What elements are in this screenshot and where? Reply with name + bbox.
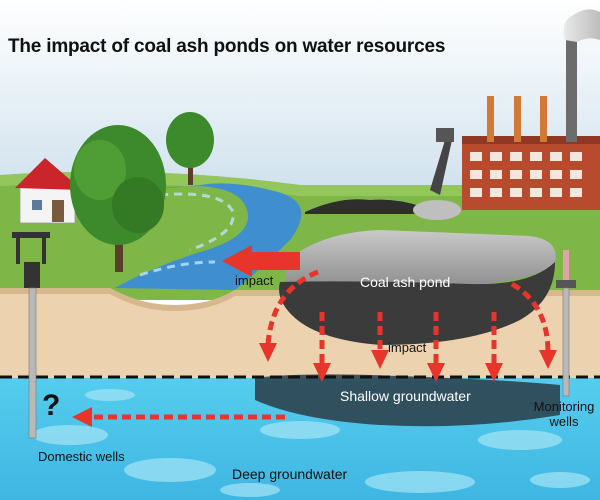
- label-shallow-groundwater: Shallow groundwater: [340, 388, 471, 404]
- coal-pile-icon: [305, 128, 461, 220]
- smoke: [563, 9, 600, 42]
- label-impact-down: impact: [388, 340, 427, 355]
- contaminated-plume: [255, 374, 560, 427]
- ash-pond-surface: [285, 230, 556, 286]
- page-title: The impact of coal ash ponds on water re…: [8, 36, 446, 57]
- seepage-arrowheads: [259, 343, 557, 382]
- label-impact-river: impact: [235, 273, 274, 288]
- label-coal-ash-pond: Coal ash pond: [360, 274, 451, 290]
- question-mark: ?: [42, 389, 61, 422]
- tree-icon: [70, 112, 214, 272]
- seepage-arrows: [265, 269, 551, 365]
- house-icon: [15, 158, 82, 224]
- impact-arrow-domestic-well: [72, 407, 285, 427]
- well-icon: [12, 232, 50, 439]
- label-monitoring-wells: Monitoring wells: [533, 399, 595, 429]
- monitoring-well-icon: [556, 250, 576, 397]
- label-deep-groundwater: Deep groundwater: [232, 466, 348, 482]
- impact-arrow-river: [222, 245, 300, 277]
- ash-pond-basin: [279, 262, 555, 345]
- factory-icon: [462, 9, 600, 210]
- aquifer-texture: [32, 389, 590, 497]
- label-domestic-wells: Domestic wells: [38, 449, 125, 464]
